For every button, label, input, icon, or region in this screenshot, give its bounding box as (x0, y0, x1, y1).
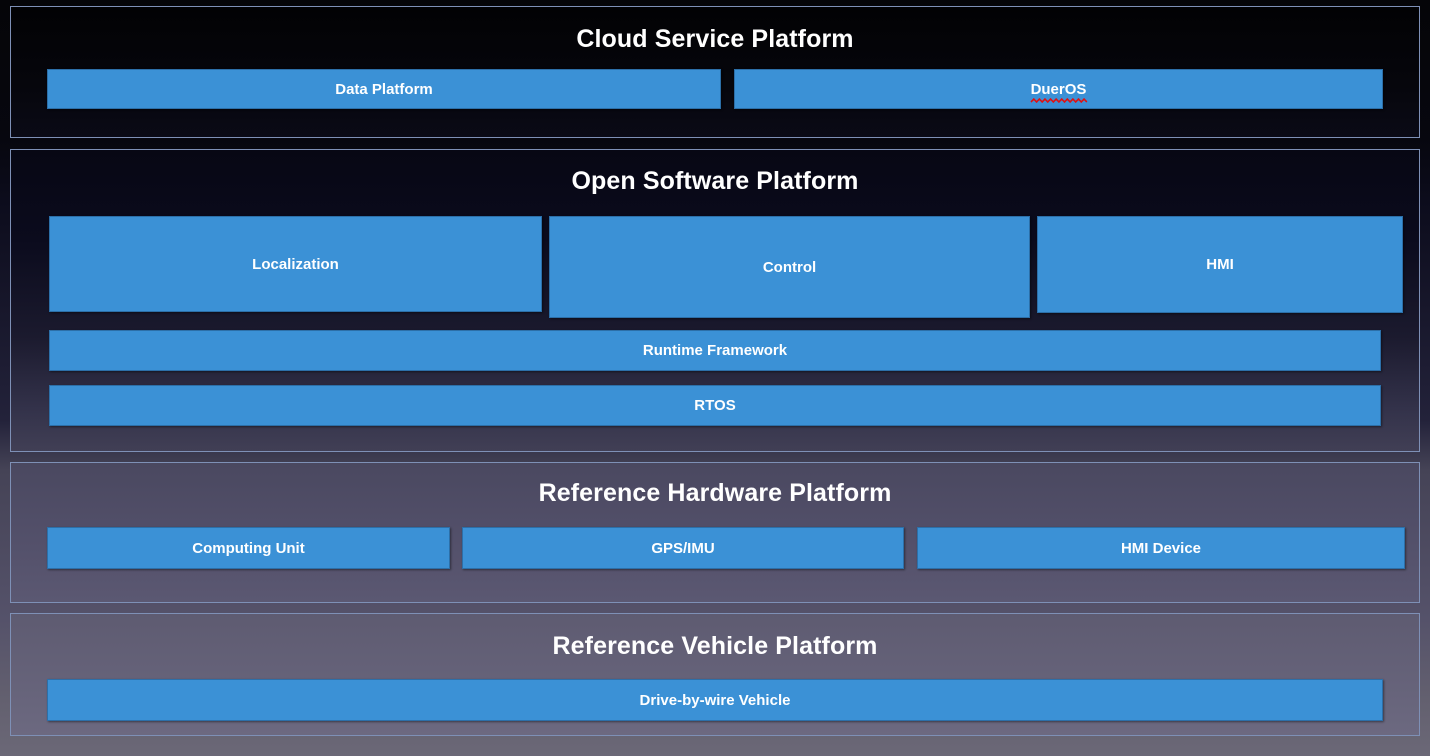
panel-title-reference-hardware-platform: Reference Hardware Platform (538, 479, 892, 507)
block-label-drive-by-wire-vehicle: Drive-by-wire Vehicle (639, 691, 791, 709)
spellcheck-squiggle-icon (1030, 97, 1087, 103)
block-label-dueros-wrapper: DuerOS (1030, 80, 1087, 103)
block-label-dueros: DuerOS (1030, 80, 1087, 98)
block-runtime-framework[interactable]: Runtime Framework (49, 330, 1381, 371)
block-label-rtos: RTOS (694, 397, 736, 414)
panel-reference-hardware-platform: Reference Hardware Platform Computing Un… (10, 462, 1420, 603)
block-dueros[interactable]: DuerOS (734, 69, 1383, 109)
block-hmi-device[interactable]: HMI Device (917, 527, 1405, 569)
software-module-row: Localization Control HMI (49, 216, 1403, 319)
panel-cloud-service-platform: Cloud Service Platform Data Platform Due… (10, 6, 1420, 138)
panel-reference-vehicle-platform: Reference Vehicle Platform Drive-by-wire… (10, 613, 1420, 736)
block-label-computing-unit: Computing Unit (192, 539, 305, 557)
block-label-runtime-framework: Runtime Framework (642, 342, 788, 359)
block-localization[interactable]: Localization (49, 216, 542, 312)
block-hmi[interactable]: HMI (1037, 216, 1403, 313)
block-rtos[interactable]: RTOS (49, 385, 1381, 426)
panel-open-software-platform: Open Software Platform Localization Cont… (10, 149, 1420, 452)
cloud-block-row: Data Platform DuerOS (47, 69, 1383, 109)
block-label-control: Control (762, 258, 817, 276)
block-label-hmi-device: HMI Device (1120, 539, 1202, 557)
hardware-block-row: Computing Unit GPS/IMU HMI Device (47, 527, 1405, 569)
block-label-gps-imu: GPS/IMU (651, 539, 715, 557)
block-control[interactable]: Control (549, 216, 1030, 318)
panel-title-open-software-platform: Open Software Platform (571, 167, 859, 195)
block-label-hmi: HMI (1206, 256, 1234, 273)
block-drive-by-wire-vehicle[interactable]: Drive-by-wire Vehicle (47, 679, 1383, 721)
block-data-platform[interactable]: Data Platform (47, 69, 721, 109)
block-gps-imu[interactable]: GPS/IMU (462, 527, 904, 569)
block-label-data-platform: Data Platform (335, 80, 433, 98)
block-computing-unit[interactable]: Computing Unit (47, 527, 450, 569)
panel-title-reference-vehicle-platform: Reference Vehicle Platform (552, 632, 878, 660)
panel-title-cloud-service-platform: Cloud Service Platform (576, 25, 854, 53)
block-label-localization: Localization (252, 255, 339, 273)
